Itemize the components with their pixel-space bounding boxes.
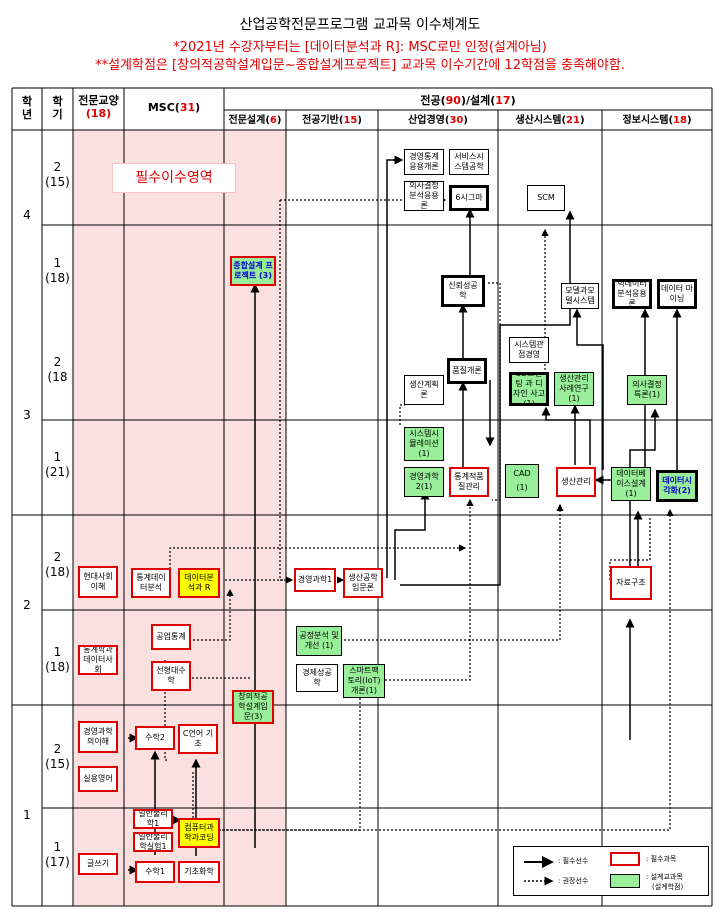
course-box: 의사결정 분석응용 론 [404,181,444,211]
legend: : 필수선수 : 권장선수 : 필수과목 : 설계교과목 (설계학점) [513,846,709,896]
course-box: 경영통계 응용개론 [404,149,444,175]
course-box: 생산관리 사례연구 (1) [554,372,594,406]
header-basic: 전공기반(15) [302,115,362,126]
legend-lines [524,856,554,886]
term-label: 1(18) [45,645,70,674]
course-box: 기초화학 [178,861,220,883]
legend-design-label: : 설계교과목 [646,873,683,881]
term-label: 2(15) [45,160,70,189]
required-zone-label: 필수이수영역 [112,163,236,193]
header-msc: MSC(31) [147,101,201,114]
note-design-credit: **설계학점은 [창의적공학설계입문~종합설계프로젝트] 교과목 이수기간에 1… [95,58,625,73]
header-management: 산업경영(30) [408,115,468,126]
course-box: 모델과모 델시스템 [561,283,599,309]
course-box: 의사결정 특론(1) [627,375,667,405]
course-box: 빅데이터 분석응용 론 [612,279,652,309]
term-label: 2(18) [45,550,70,579]
course-box: 창의적공 학설계입 문(3) [232,690,274,724]
course-box: 신뢰성공 학 [441,275,485,307]
page-title: 산업공학전문프로그램 교과목 이수체계도 [239,17,481,33]
course-box: 경영과학 의이해 [78,721,118,753]
course-box: 생산관리 [556,467,596,497]
course-box: 공업통계 [151,624,191,650]
header-info: 정보시스템(18) [622,115,692,126]
year-label: 2 [23,598,31,612]
year-label: 3 [23,408,31,422]
course-box: 종합설계 프로젝트 (3) [230,256,276,286]
course-box: 시스템관 점경영 [509,337,549,363]
course-box: 생산계획 론 [404,375,444,405]
course-box: 데이터베 이스설계 (1) [611,467,651,501]
course-box: 데이터분 석과 R [178,568,220,598]
required-zone-msc [124,130,224,906]
header-year: 학 년 [21,95,33,121]
course-box: 생산공학 입문론 [343,568,383,598]
course-box: 서비스시 스템공학 [449,149,489,175]
course-box: 공정분석 및개선 (1) [296,626,342,656]
course-box: 통계적품 질관리 [449,467,489,497]
course-box: 경영과학1 [294,568,336,592]
course-box: 통계학과 데이터사회 [78,645,118,675]
year-label: 1 [23,808,31,822]
year-label: 4 [23,208,31,222]
note-data-analysis: *2021년 수강자부터는 [데이터분석과 R]: MSC로만 인정(설계아님) [173,40,547,55]
course-box: 실용영어 [78,766,118,792]
course-box: 시스템시 뮬레이션 (1) [404,427,444,461]
course-box: 경제성공 학 [296,664,338,692]
header-term: 학 기 [52,95,63,121]
course-box: 현대사회 이해 [78,566,118,598]
course-box: 품질개론 [447,358,487,384]
course-box: 데이터시 각화(2) [656,470,698,502]
course-box: 6시그마 [449,185,489,211]
course-box: 자료구조 [610,566,652,600]
legend-required-label: : 필수과목 [646,855,677,863]
course-box: 선형대수 학 [151,661,191,691]
header-general: 전문교양(18) [78,94,119,120]
course-box: 스마트팩 토리(IoT) 개론(1) [343,664,385,698]
legend-required-swatch [610,852,640,866]
course-box: 글쓰기 [78,853,118,875]
course-box: SCM [527,185,565,211]
course-credit: (1) [516,483,528,492]
course-box: 일반물리 학1 [133,809,173,829]
legend-design-swatch [610,874,640,888]
term-label: 1(17) [45,840,70,869]
legend-dotted-label: : 권장선수 [558,877,589,885]
course-box: 데이터 마이닝 [657,279,697,309]
header-design: 전문설계(6) [228,115,282,126]
legend-design-sublabel: (설계학점) [652,883,684,891]
course-box: 수학2 [135,726,175,750]
term-label: 2(18 [47,355,68,384]
header-production: 생산시스템(21) [515,115,585,126]
term-label: 1(21) [45,450,70,479]
course-box: CAD (1) [505,464,539,498]
term-label: 1(18) [45,256,70,285]
term-label: 2(15) [45,742,70,771]
course-box: 3D프린팅 과 디자인 사고(1) [509,372,549,406]
legend-solid-label: : 필수선수 [558,857,589,865]
course-box: 수학1 [135,861,175,883]
course-box: 경영과학 2(1) [404,467,444,497]
course-label: CAD [513,469,531,478]
course-box: 일반물리 학실험1 [133,832,173,852]
course-box: C언어 기초 [178,724,218,754]
header-major: 전공(90)/설계(17) [420,94,516,107]
course-box: 컴퓨터과 학과코딩 [178,818,220,848]
course-box: 통계데이 터분석 [131,568,171,598]
